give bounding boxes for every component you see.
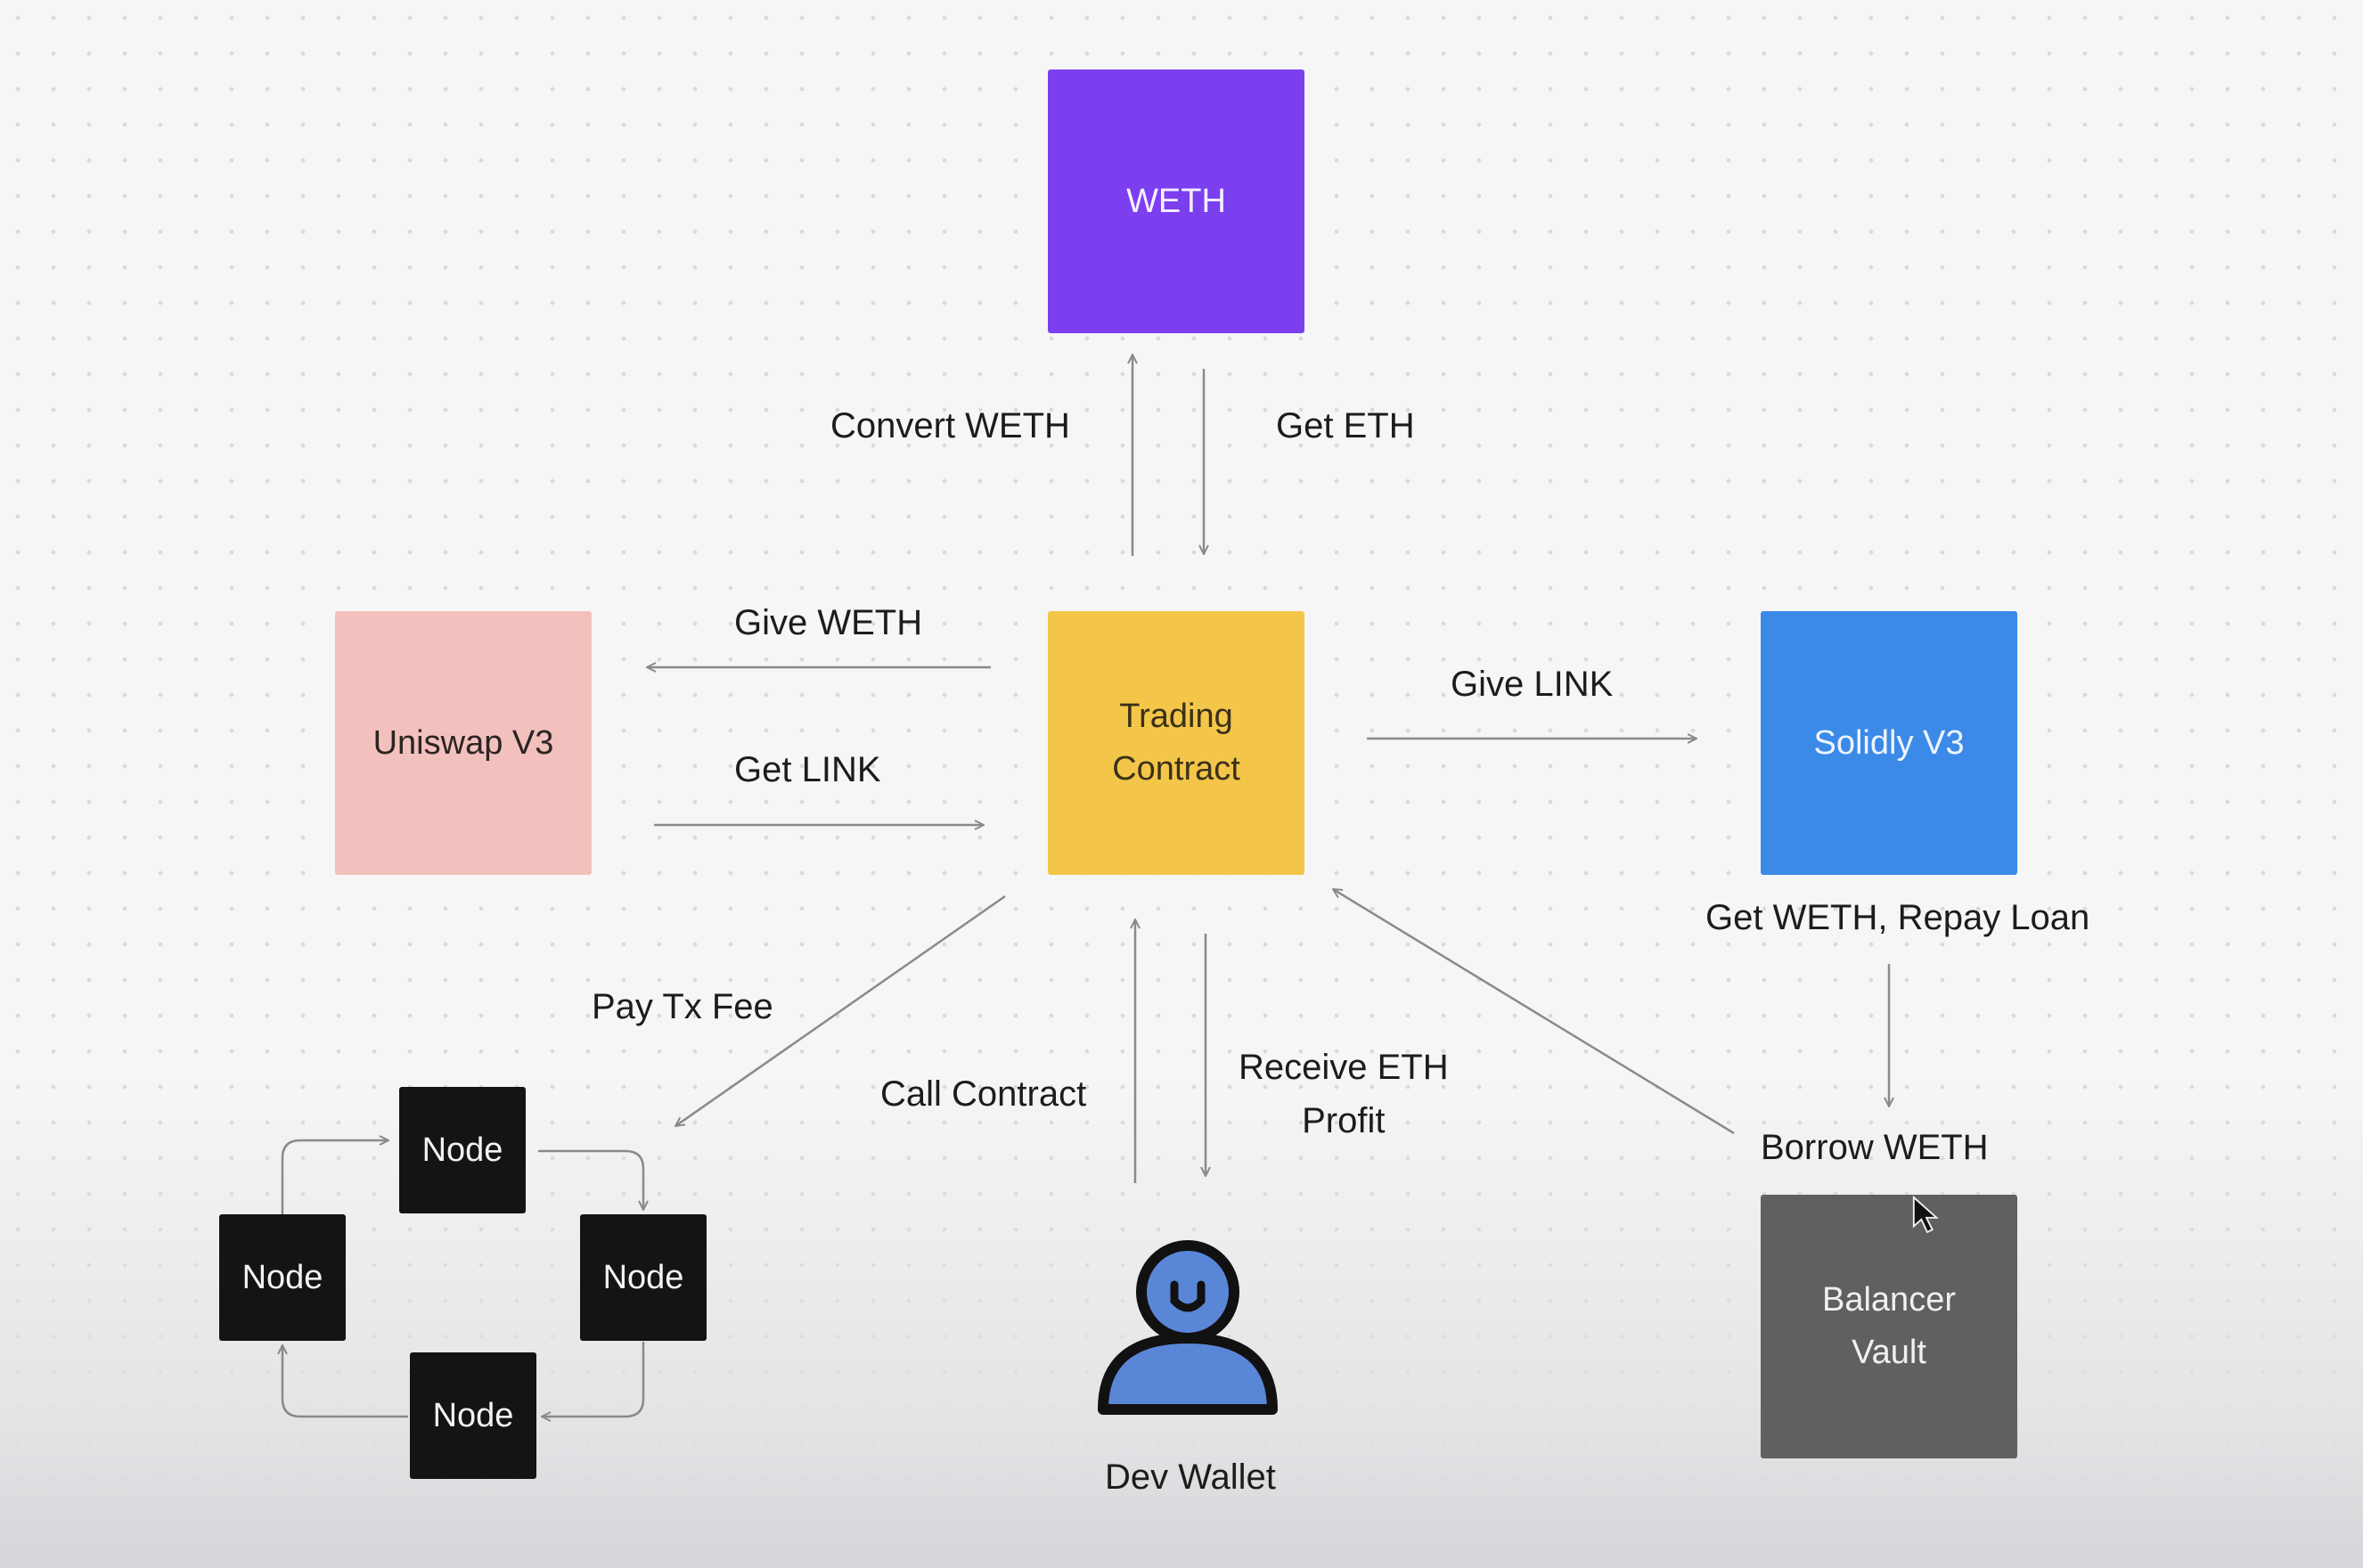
node-bottom-label: Node xyxy=(432,1396,514,1434)
label-receive-eth-profit: Receive ETH Profit xyxy=(1239,1048,1449,1140)
weth-box[interactable]: WETH xyxy=(1048,69,1304,333)
label-give-weth: Give WETH xyxy=(734,603,923,642)
label-pay-tx-fee: Pay Tx Fee xyxy=(592,987,773,1026)
label-get-weth-repay-loan: Get WETH, Repay Loan xyxy=(1705,898,2090,937)
node-bottom[interactable]: Node xyxy=(410,1352,536,1479)
label-call-contract: Call Contract xyxy=(880,1074,1087,1114)
dev-wallet-label: Dev Wallet xyxy=(1105,1458,1276,1497)
solidly-v3-box[interactable]: Solidly V3 xyxy=(1761,611,2017,875)
node-right-label: Node xyxy=(602,1258,684,1296)
weth-label: WETH xyxy=(1126,182,1226,220)
node-right[interactable]: Node xyxy=(580,1214,707,1341)
balancer-vault-box[interactable]: Balancer Vault xyxy=(1761,1195,2017,1458)
node-left[interactable]: Node xyxy=(219,1214,346,1341)
trading-contract-label: Trading Contract xyxy=(1112,698,1240,788)
label-get-link: Get LINK xyxy=(734,750,881,789)
uniswap-v3-box[interactable]: Uniswap V3 xyxy=(335,611,592,875)
mouse-pointer-icon xyxy=(1912,1195,1939,1234)
node-top[interactable]: Node xyxy=(399,1087,526,1213)
label-borrow-weth: Borrow WETH xyxy=(1761,1128,1989,1167)
user-icon[interactable] xyxy=(1094,1233,1281,1420)
uniswap-v3-label: Uniswap V3 xyxy=(372,723,554,762)
node-top-label: Node xyxy=(421,1131,503,1169)
solidly-v3-label: Solidly V3 xyxy=(1813,723,1965,762)
node-left-label: Node xyxy=(241,1258,323,1296)
balancer-vault-label: Balancer Vault xyxy=(1822,1281,1956,1371)
label-give-link: Give LINK xyxy=(1451,665,1614,704)
label-convert-weth: Convert WETH xyxy=(830,406,1070,445)
label-get-eth: Get ETH xyxy=(1276,406,1415,445)
trading-contract-box[interactable]: Trading Contract xyxy=(1048,611,1304,875)
